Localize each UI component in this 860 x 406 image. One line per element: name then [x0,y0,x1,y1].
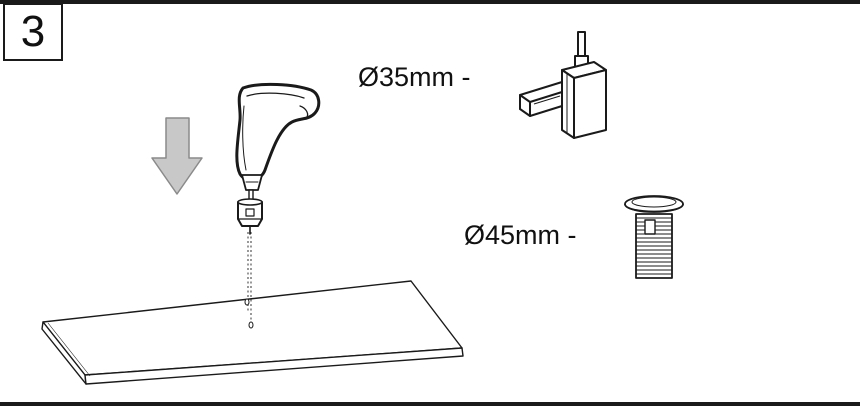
step-number-box: 3 [3,3,63,61]
drill-path-icon [244,232,254,329]
arrow-down-icon [151,117,203,195]
countertop-icon [41,280,464,385]
waste-plug-icon [624,195,684,279]
step-number: 3 [20,7,46,56]
hole-size-45-label: Ø45mm - [464,220,577,250]
basin-tap-icon [519,31,607,139]
power-drill-icon [235,82,321,235]
hole-size-35-label: Ø35mm - [358,62,471,92]
